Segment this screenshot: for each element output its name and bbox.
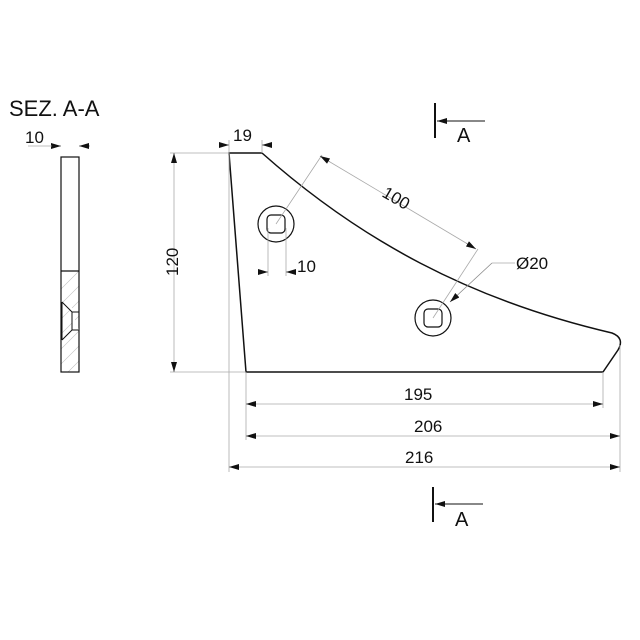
section-marker-bottom: A: [432, 487, 483, 531]
section-marker-top: A: [434, 103, 485, 147]
section-view: [60, 156, 80, 373]
dim-mid-length: 206: [414, 417, 442, 436]
dim-hole-spacing: 100: [379, 183, 413, 214]
dim-square-hole: 10: [297, 257, 316, 276]
hole-2: [414, 299, 452, 337]
section-title: SEZ. A-A: [9, 96, 100, 121]
dim-top-width: 19: [233, 126, 252, 145]
svg-text:A: A: [457, 125, 471, 147]
dim-overall-length: 216: [405, 448, 433, 467]
dim-thickness: 10: [25, 128, 44, 147]
part-outline: [228, 152, 622, 373]
dim-bottom-length: 195: [404, 385, 432, 404]
dim-height: 120: [163, 248, 182, 276]
hole-1: [257, 205, 295, 243]
dim-hole-diameter: Ø20: [516, 254, 548, 273]
svg-text:A: A: [455, 509, 469, 531]
